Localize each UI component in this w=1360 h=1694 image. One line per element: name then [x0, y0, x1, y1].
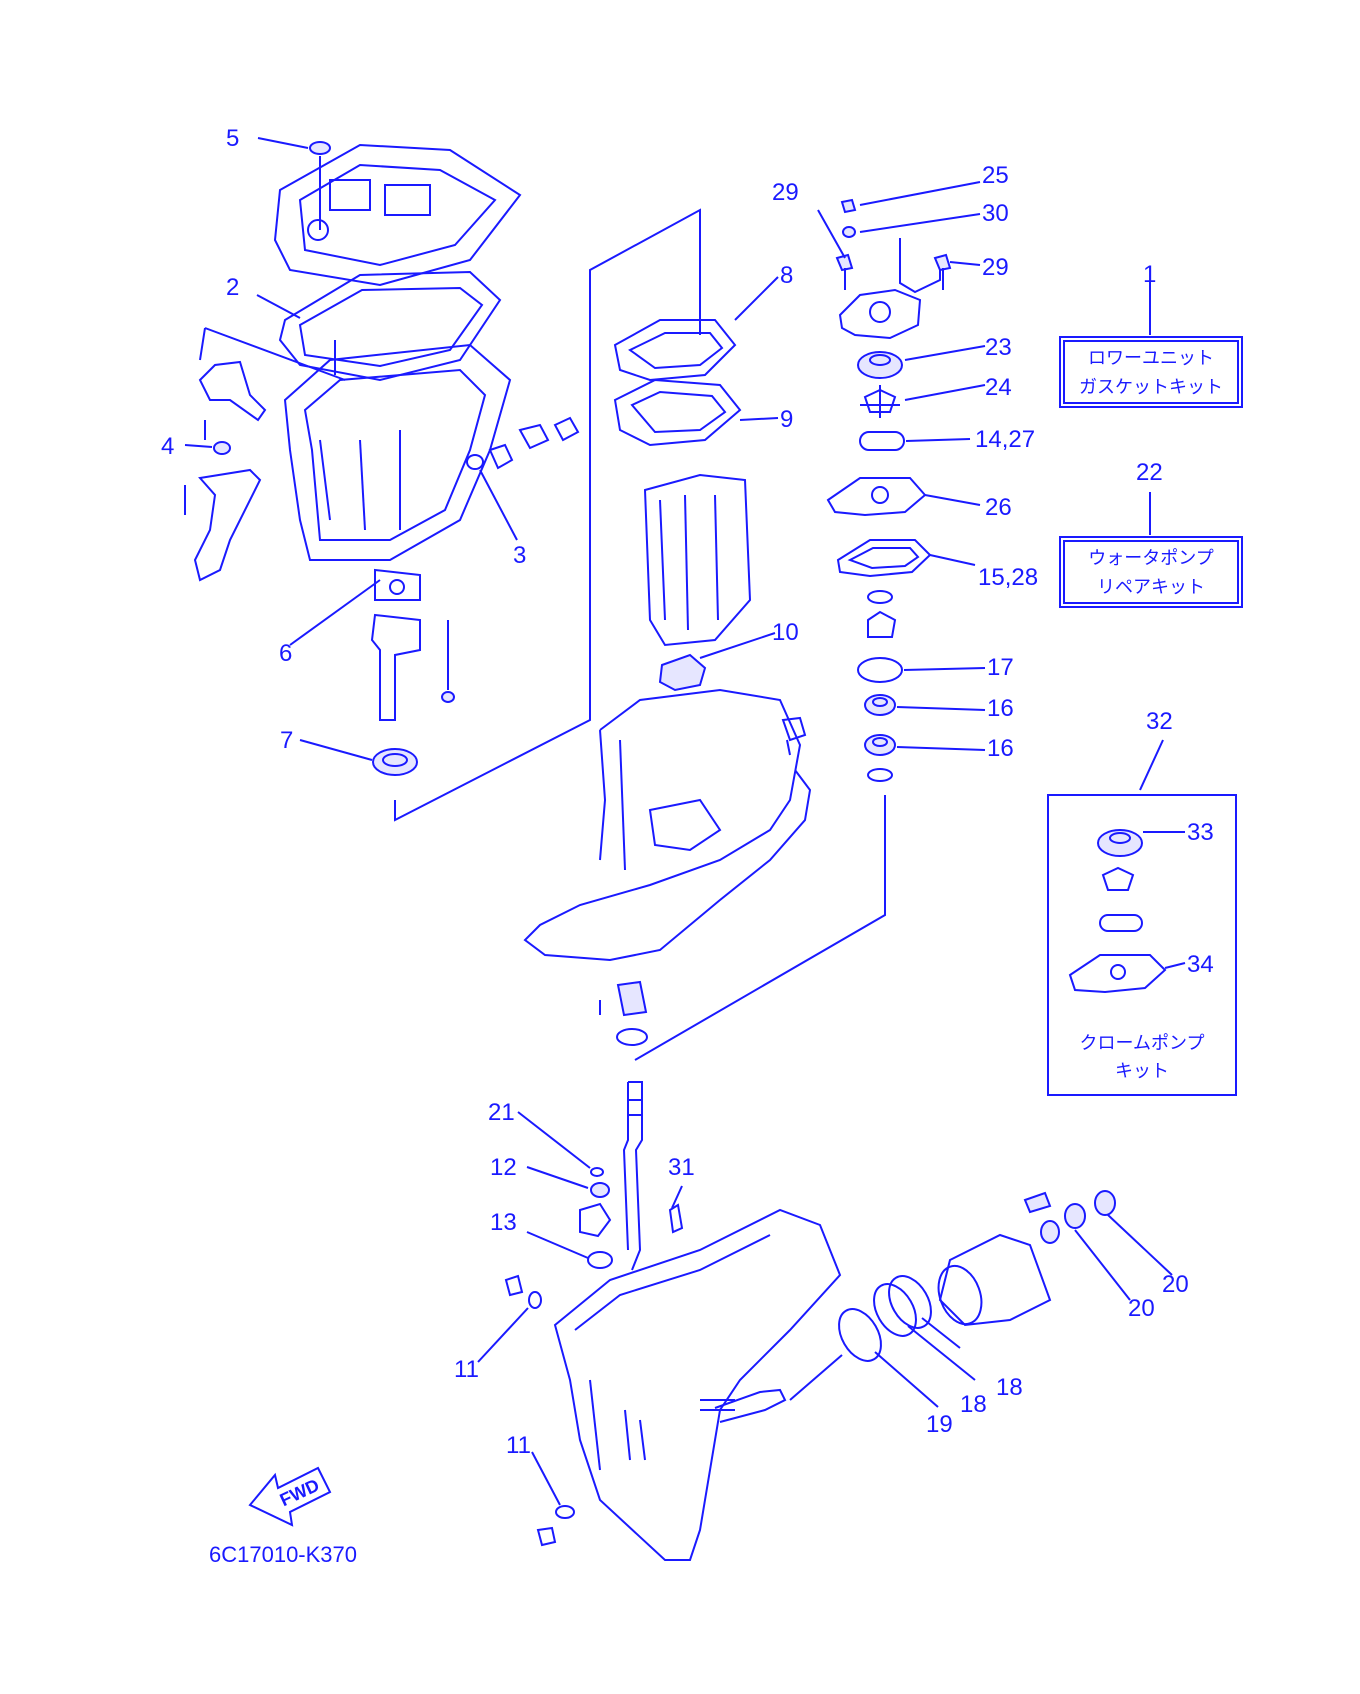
kit-lower-unit-gasket-line1: ロワーユニット	[1088, 348, 1214, 369]
callout-11-upper: 11	[454, 1356, 479, 1383]
callout-4: 4	[161, 433, 174, 460]
callout-19: 19	[926, 1411, 953, 1438]
callout-15-28: 15,28	[978, 564, 1038, 591]
callout-30: 30	[982, 200, 1009, 227]
kit-box-chrome-pump	[1047, 794, 1237, 1096]
callout-23: 23	[985, 334, 1012, 361]
callout-20-right: 20	[1162, 1271, 1189, 1298]
fwd-arrow: FWD	[248, 1466, 332, 1527]
callout-8: 8	[780, 262, 793, 289]
kit-chrome-pump-line1: クロームポンプ	[1080, 1033, 1205, 1054]
callout-29-left: 29	[772, 179, 799, 206]
callout-29-right: 29	[982, 254, 1009, 281]
callout-16-lower: 16	[987, 735, 1014, 762]
callout-3: 3	[513, 542, 526, 569]
callout-6: 6	[279, 640, 292, 667]
gear-case-assembly	[504, 1167, 1116, 1561]
callout-12: 12	[490, 1154, 517, 1181]
callout-9: 9	[780, 406, 793, 433]
callout-18-left: 18	[960, 1391, 987, 1418]
kit-lower-unit-gasket-line2: ガスケットキット	[1079, 377, 1223, 398]
callout-14-27: 14,27	[975, 426, 1035, 453]
callout-7: 7	[280, 727, 293, 754]
callout-25: 25	[982, 162, 1009, 189]
kit-box-water-pump-repair	[1059, 536, 1243, 608]
chrome-pump-kit-parts	[1068, 829, 1167, 994]
callout-18-right: 18	[996, 1374, 1023, 1401]
callout-31: 31	[668, 1154, 695, 1181]
kit-box-water-pump-repair-inner	[1063, 540, 1239, 604]
callout-5: 5	[226, 125, 239, 152]
callout-32: 32	[1146, 708, 1173, 735]
kit-box-lower-unit-gasket-inner	[1063, 340, 1239, 404]
callout-20-left: 20	[1128, 1295, 1155, 1322]
leader-lines	[184, 137, 1186, 1506]
callout-11-lower: 11	[506, 1432, 531, 1459]
callout-21: 21	[488, 1099, 515, 1126]
water-pump-assembly	[826, 198, 952, 782]
fwd-label: FWD	[277, 1475, 323, 1510]
callout-13: 13	[490, 1209, 517, 1236]
callout-24: 24	[985, 374, 1012, 401]
callout-16-upper: 16	[987, 695, 1014, 722]
diagram-code: 6C17010-K370	[209, 1542, 357, 1567]
callout-10: 10	[772, 619, 799, 646]
callout-34: 34	[1187, 951, 1214, 978]
callout-22: 22	[1136, 459, 1163, 486]
callout-2: 2	[226, 274, 239, 301]
kit-box-lower-unit-gasket	[1059, 336, 1243, 408]
kit-water-pump-repair-line1: ウォータポンプ	[1088, 548, 1213, 569]
callout-33: 33	[1187, 819, 1214, 846]
kit-chrome-pump-line2: キット	[1115, 1061, 1169, 1082]
exhaust-guide-assembly	[523, 319, 812, 1271]
kit-water-pump-repair-line2: リペアキット	[1097, 577, 1205, 598]
callout-1: 1	[1143, 261, 1156, 288]
upper-casing-assembly	[184, 141, 580, 776]
callout-numbers: 5 2 4 3 6 7 8 9 10 29 25 30 29 23 24 14,…	[161, 125, 1214, 1459]
callout-26: 26	[985, 494, 1012, 521]
callout-17: 17	[987, 654, 1014, 681]
